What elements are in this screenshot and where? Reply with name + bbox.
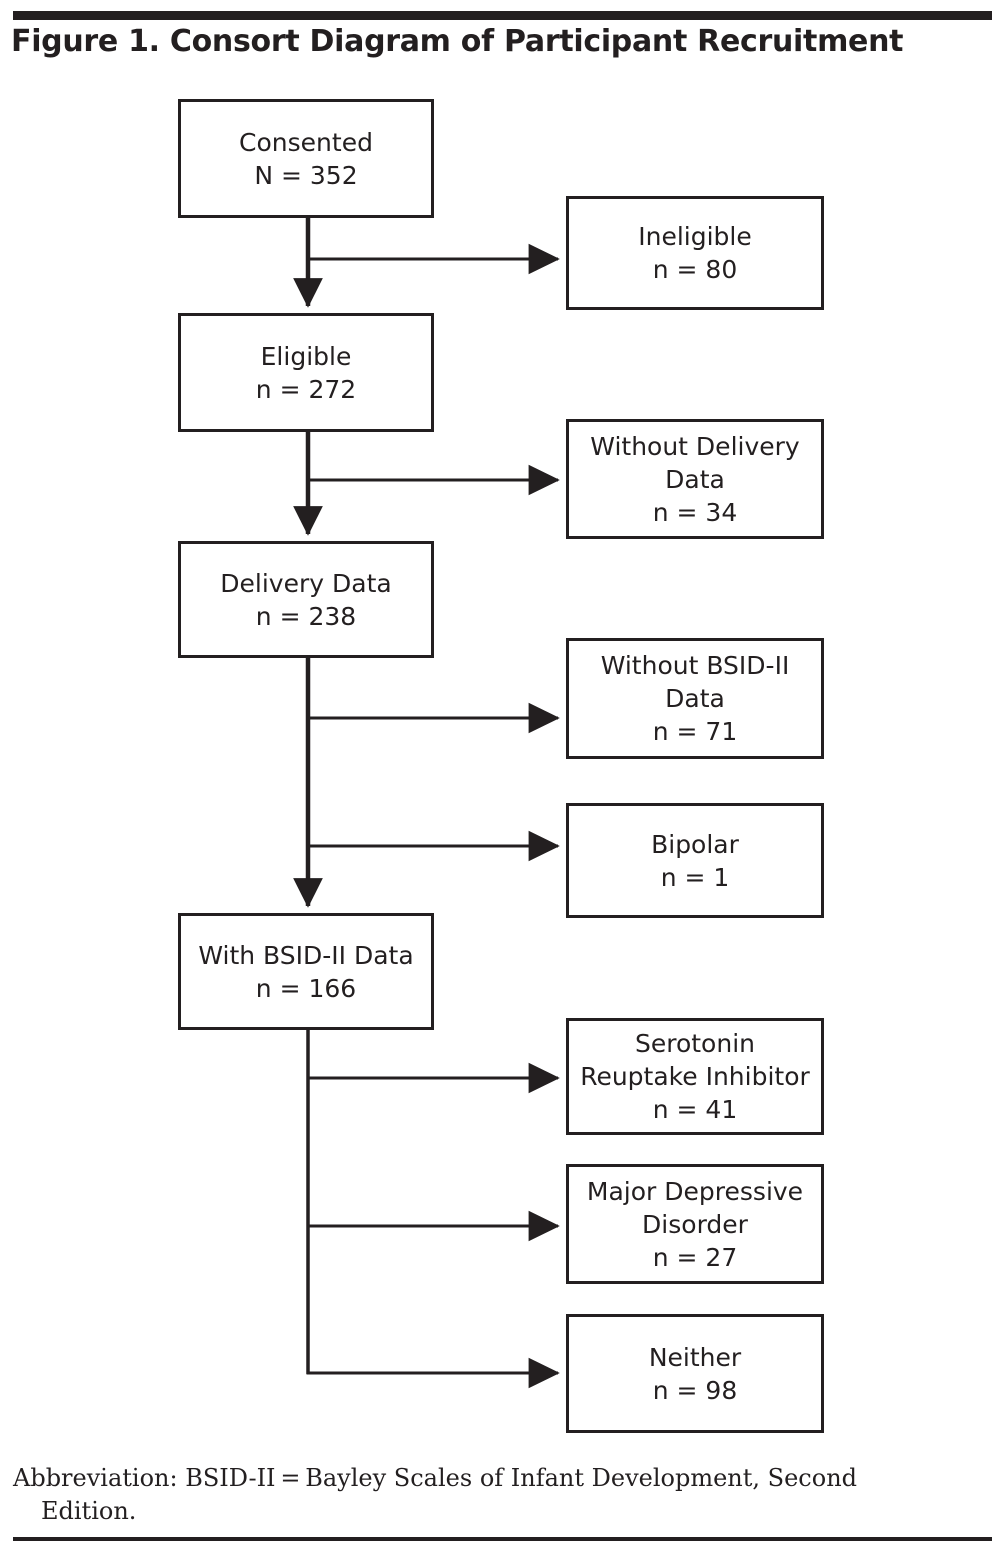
node-major-depressive-disorder-count: n = 27 <box>652 1242 738 1272</box>
node-bipolar-count: n = 1 <box>660 862 730 892</box>
footnote-line-1: Abbreviation: BSID-II = Bayley Scales of… <box>13 1464 858 1492</box>
figure-title: Figure 1. Consort Diagram of Participant… <box>11 24 904 59</box>
node-with-bsid-data-count: n = 166 <box>255 973 357 1003</box>
node-serotonin-reuptake-inhibitor-count: n = 41 <box>652 1095 738 1124</box>
node-ineligible: Ineligible n = 80 <box>566 196 824 310</box>
node-without-bsid-data-count: n = 71 <box>652 717 738 746</box>
node-major-depressive-disorder: Major Depressive Disorder n = 27 <box>566 1164 824 1284</box>
node-delivery-data-count: n = 238 <box>255 601 357 631</box>
node-serotonin-reuptake-inhibitor-label2: Reuptake Inhibitor <box>580 1062 810 1091</box>
node-ineligible-count: n = 80 <box>652 255 738 284</box>
node-consented: Consented N = 352 <box>178 99 434 218</box>
node-without-bsid-data-label: Without BSID-II <box>600 651 790 680</box>
footnote-line-2: Edition. <box>41 1497 137 1525</box>
node-neither-label: Neither <box>648 1342 742 1372</box>
node-major-depressive-disorder-label: Major Depressive <box>586 1176 804 1206</box>
top-rule <box>13 11 992 20</box>
node-delivery-data: Delivery Data n = 238 <box>178 541 434 658</box>
node-bipolar-label: Bipolar <box>651 829 739 859</box>
node-consented-label: Consented <box>239 127 373 157</box>
node-delivery-data-label: Delivery Data <box>220 568 392 598</box>
node-ineligible-label: Ineligible <box>638 222 752 251</box>
node-neither-count: n = 98 <box>652 1375 738 1405</box>
node-eligible: Eligible n = 272 <box>178 313 434 432</box>
node-without-bsid-data: Without BSID-II Data n = 71 <box>566 638 824 759</box>
node-major-depressive-disorder-label2: Disorder <box>642 1209 748 1239</box>
node-with-bsid-data: With BSID-II Data n = 166 <box>178 913 434 1030</box>
node-serotonin-reuptake-inhibitor: Serotonin Reuptake Inhibitor n = 41 <box>566 1018 824 1135</box>
figure-footnote: Abbreviation: BSID-II = Bayley Scales of… <box>13 1462 963 1528</box>
node-without-delivery-data-count: n = 34 <box>652 497 738 527</box>
node-consented-count: N = 352 <box>254 160 358 190</box>
node-bipolar: Bipolar n = 1 <box>566 803 824 918</box>
node-eligible-count: n = 272 <box>255 374 357 404</box>
node-serotonin-reuptake-inhibitor-label: Serotonin <box>634 1029 755 1058</box>
bottom-rule <box>13 1537 992 1541</box>
node-without-delivery-data-label: Without Delivery <box>590 431 800 461</box>
node-without-bsid-data-label2: Data <box>665 684 725 713</box>
node-with-bsid-data-label: With BSID-II Data <box>198 940 414 970</box>
node-without-delivery-data: Without Delivery Data n = 34 <box>566 419 824 539</box>
node-without-delivery-data-label2: Data <box>665 464 725 494</box>
node-neither: Neither n = 98 <box>566 1314 824 1433</box>
node-eligible-label: Eligible <box>260 341 352 371</box>
